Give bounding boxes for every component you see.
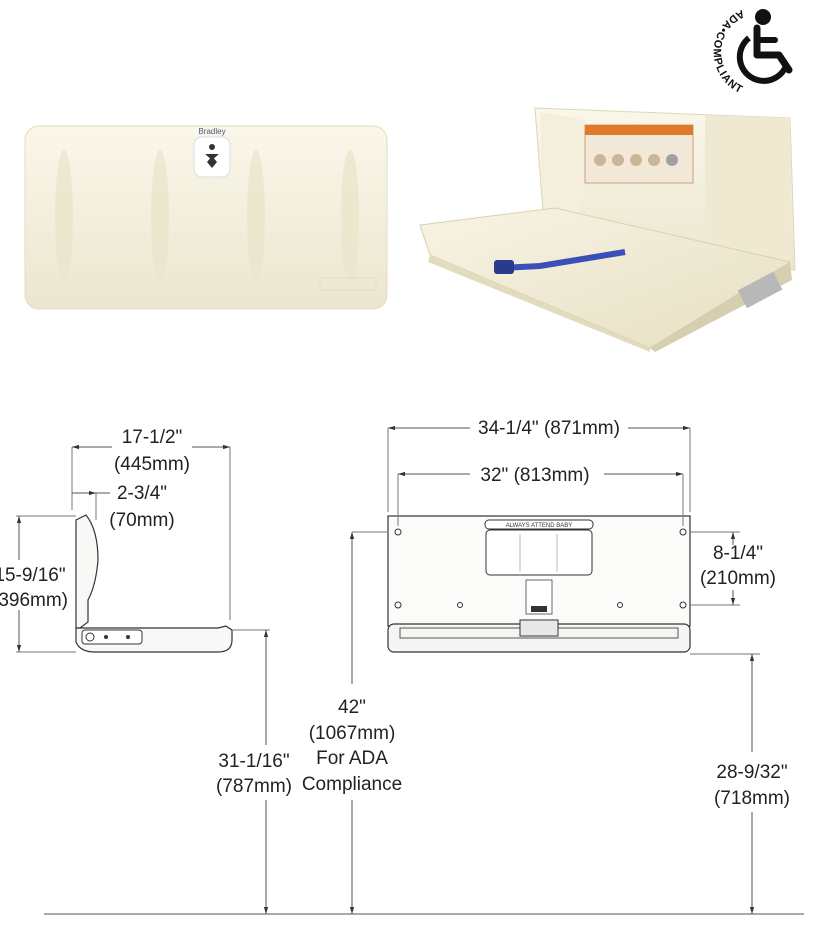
dim-ada-height: 42" (1067mm) For ADA Compliance xyxy=(302,531,402,914)
closed-depth-value: 2-3/4" xyxy=(117,483,167,504)
bottom-height-metric: (718mm) xyxy=(714,788,790,809)
closed-depth-metric: (70mm) xyxy=(109,510,174,531)
photo-open-unit xyxy=(419,107,796,352)
height-value: 15-9/16" xyxy=(0,565,66,586)
mount-height-metric: (787mm) xyxy=(216,776,292,797)
overall-depth-value: 17-1/2" xyxy=(122,427,183,448)
photo-closed-unit: Bradley xyxy=(24,125,388,310)
dim-overall-depth: 17-1/2" (445mm) xyxy=(72,427,230,475)
mounting-height-metric: (210mm) xyxy=(700,568,776,589)
dim-overall-width: 34-1/4" (871mm) xyxy=(387,418,691,512)
overall-depth-metric: (445mm) xyxy=(114,454,190,475)
dim-height: 15-9/16" (396mm) xyxy=(0,516,68,652)
dim-closed-depth: 2-3/4" (70mm) xyxy=(72,483,175,531)
dim-mount-height: 31-1/16" (787mm) xyxy=(216,630,292,914)
mounting-width-label: 32" (813mm) xyxy=(480,465,589,486)
ada-height-metric: (1067mm) xyxy=(309,723,396,744)
mount-height-value: 31-1/16" xyxy=(218,751,289,772)
mounting-height-value: 8-1/4" xyxy=(713,543,763,564)
label-banner: ALWAYS ATTEND BABY xyxy=(506,523,572,529)
ada-compliant-badge: ADA•COMPLIANT xyxy=(711,7,793,96)
dim-mounting-width: 32" (813mm) xyxy=(397,465,684,526)
side-view-drawing xyxy=(16,447,270,653)
ada-height-line1: For ADA xyxy=(316,748,388,769)
ada-height-value: 42" xyxy=(338,697,366,718)
baby-icon xyxy=(205,144,219,168)
height-metric: (396mm) xyxy=(0,590,68,611)
bottom-height-value: 28-9/32" xyxy=(716,762,787,783)
ada-height-line2: Compliance xyxy=(302,774,402,795)
dim-mounting-height: 8-1/4" (210mm) xyxy=(690,531,776,606)
front-view-drawing: ALWAYS ATTEND BABY xyxy=(387,515,691,653)
dim-bottom-height: 28-9/32" (718mm) xyxy=(690,653,790,914)
wheelchair-icon xyxy=(736,9,793,84)
overall-width-label: 34-1/4" (871mm) xyxy=(478,418,620,439)
brand-logo: Bradley xyxy=(198,127,225,136)
